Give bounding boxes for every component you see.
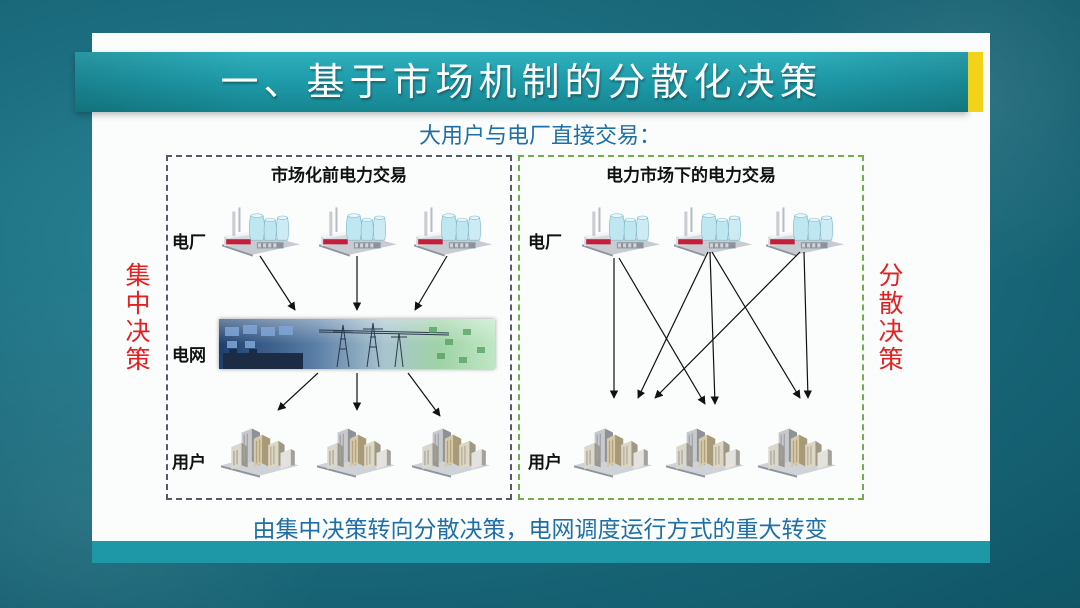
slide-title: 一、基于市场机制的分散化决策	[220, 60, 823, 104]
arrow-plant3-to-grid	[414, 255, 448, 311]
centralized-side-label: 集中决策	[125, 261, 151, 374]
decentralized-panel-heading: 电力市场下的电力交易	[606, 166, 776, 186]
title-bar: 一、基于市场机制的分散化决策	[75, 52, 983, 112]
slide-subtitle: 大用户与电厂直接交易：	[418, 124, 661, 149]
arrow-rplant2-to-user3	[711, 251, 801, 399]
centralized-panel	[166, 155, 512, 500]
arrow-rplant3-to-user3	[803, 251, 812, 399]
left-grid-label: 电网	[172, 346, 206, 366]
arrow-grid-to-user1	[277, 372, 319, 411]
arrow-grid-to-user3	[407, 372, 441, 417]
slide-bottom-band	[92, 541, 990, 563]
title-accent-bar	[968, 52, 983, 112]
power-grid-image	[219, 319, 495, 369]
arrow-rplant3-to-user1	[654, 251, 801, 399]
arrow-rplant2-to-user1	[637, 251, 709, 399]
left-user-label: 用户	[172, 453, 206, 473]
arrow-rplant1-to-user2	[618, 257, 706, 405]
slide-footer: 由集中决策转向分散决策，电网调度运行方式的重大转变	[252, 517, 828, 543]
decentralized-side-label: 分散决策	[878, 261, 904, 374]
decentralized-panel	[518, 155, 864, 500]
left-plant-label: 电厂	[172, 233, 206, 253]
right-user-label: 用户	[528, 453, 562, 473]
slide-canvas	[92, 33, 990, 563]
centralized-panel-heading: 市场化前电力交易	[271, 166, 407, 186]
right-plant-label: 电厂	[528, 233, 562, 253]
arrow-plant1-to-grid	[259, 255, 296, 311]
arrow-rplant2-to-user2	[709, 251, 719, 405]
